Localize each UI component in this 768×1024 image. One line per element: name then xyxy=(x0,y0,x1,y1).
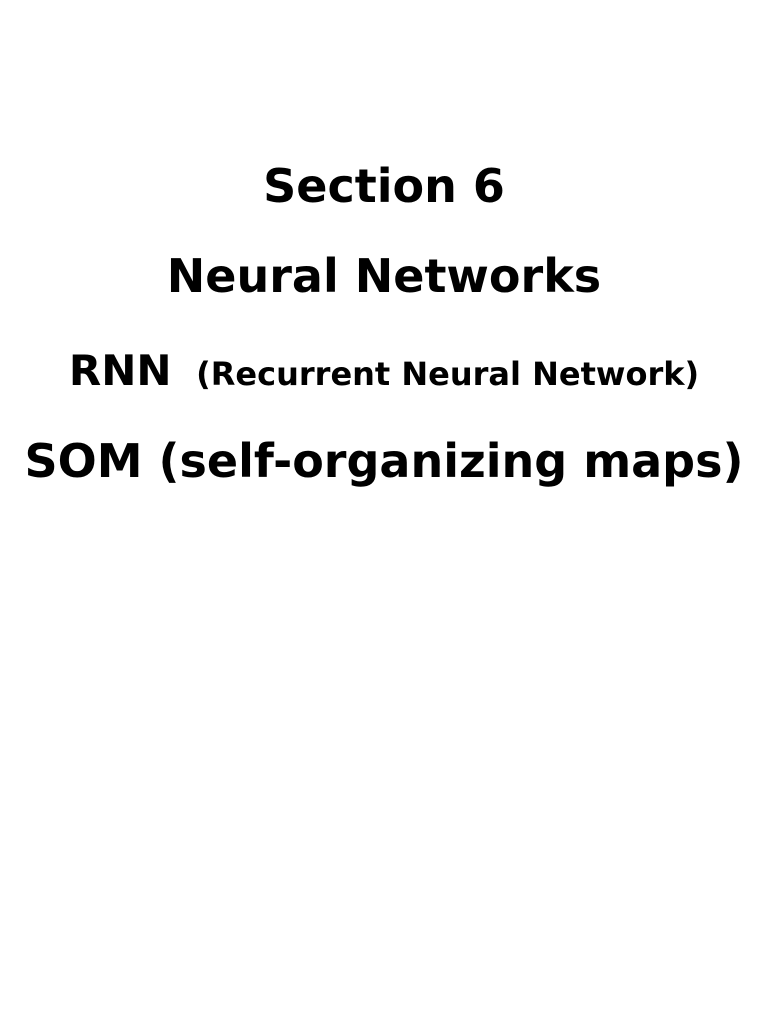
rnn-expansion: (Recurrent Neural Network) xyxy=(196,355,700,393)
som-heading: SOM (self-organizing maps) xyxy=(24,434,744,488)
rnn-heading: RNN (Recurrent Neural Network) xyxy=(0,350,768,392)
neural-networks-heading: Neural Networks xyxy=(166,249,602,303)
section-title: Section 6 xyxy=(263,159,505,213)
rnn-abbreviation: RNN xyxy=(68,346,172,395)
